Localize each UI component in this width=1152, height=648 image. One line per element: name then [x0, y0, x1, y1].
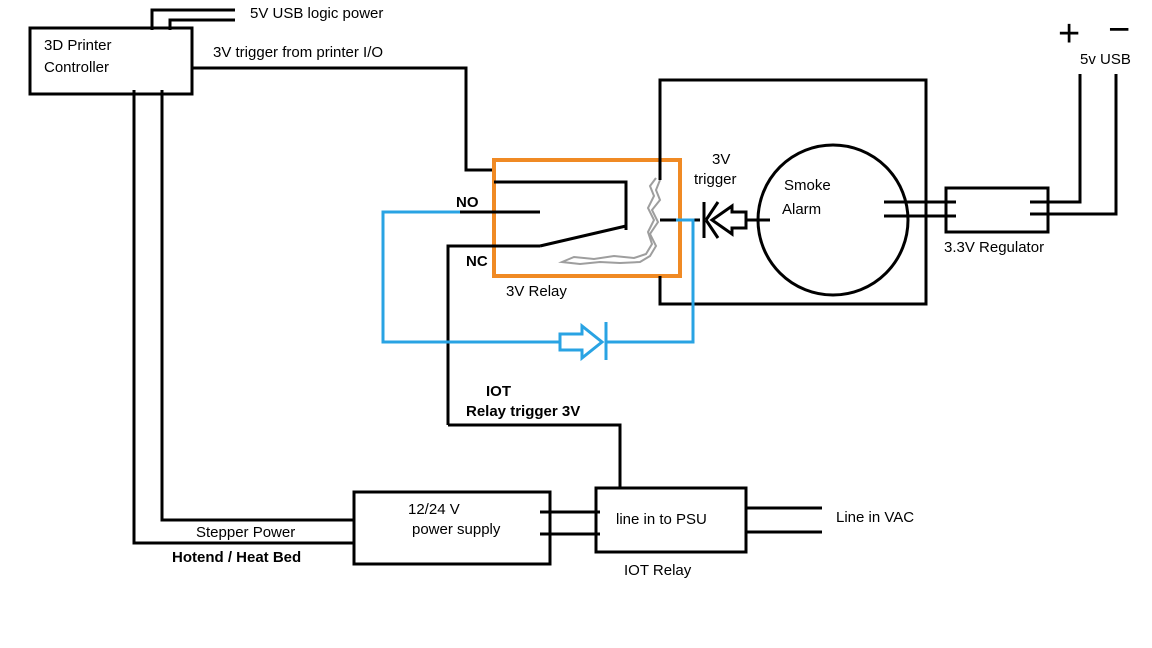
diode-icon — [709, 203, 748, 237]
usb-label: 5v USB — [1080, 51, 1131, 68]
printer-trigger-label: 3V trigger from printer I/O — [213, 44, 383, 61]
diode-icon — [606, 218, 695, 344]
iot-box-label: line in to PSU — [616, 511, 707, 528]
relay-coil-contact-wire — [494, 180, 628, 230]
relay-outline — [492, 158, 682, 278]
iot-trigger-label-1: IOT — [486, 383, 511, 400]
printer-trigger-wire — [192, 66, 494, 172]
line-in-label: Line in VAC — [836, 509, 914, 526]
coil-icon — [558, 177, 662, 266]
iot-trigger-label-2: Relay trigger 3V — [466, 403, 580, 420]
smoke-alarm-label-1: Smoke — [784, 177, 831, 194]
usb-logic-power-label: 5V USB logic power — [250, 5, 383, 22]
printer-controller-box — [28, 26, 194, 96]
smoke-alarm-enclosure — [658, 78, 928, 306]
psu-box — [352, 490, 552, 566]
usb-minus-label: − — [1108, 9, 1130, 51]
hotend-heatbed-label: Hotend / Heat Bed — [172, 549, 301, 566]
smoke-alarm-circle — [756, 143, 910, 297]
relay-name-label: 3V Relay — [506, 283, 567, 300]
stepper-power-label: Stepper Power — [196, 524, 295, 541]
hotend-heatbed-wire — [132, 90, 354, 545]
usb-plus-label: + — [1058, 13, 1080, 55]
printer-controller-label-1: 3D Printer — [44, 37, 112, 54]
psu-label-2: power supply — [412, 521, 501, 538]
smoke-alarm-label-2: Alarm — [782, 201, 821, 218]
usb-plus-wire — [1030, 74, 1082, 204]
stepper-power-wire — [160, 90, 354, 522]
usb-logic-wire-2 — [168, 18, 235, 30]
diode-tip-lower — [704, 219, 720, 239]
printer-controller-label-2: Controller — [44, 59, 109, 76]
regulator-box — [944, 186, 1050, 234]
relay-nc-terminal-wire — [446, 244, 540, 425]
usb-logic-wire-1 — [150, 8, 235, 30]
alarm-trigger-label-2: trigger — [694, 171, 737, 188]
regulator-label: 3.3V Regulator — [944, 239, 1044, 256]
relay-switch-arm — [539, 224, 627, 248]
iot-trigger-wire — [448, 423, 622, 488]
relay-no-label: NO — [456, 194, 479, 211]
usb-minus-wire — [1030, 74, 1118, 216]
iot-relay-label: IOT Relay — [624, 562, 692, 579]
blue-diode-arrow — [558, 322, 605, 362]
relay-nc-label: NC — [466, 253, 488, 270]
alarm-trigger-label-1: 3V — [712, 151, 730, 168]
relay-no-loop-wire — [381, 210, 560, 344]
diode-tip-upper — [704, 201, 720, 221]
psu-label-1: 12/24 V — [408, 501, 460, 518]
iot-box — [594, 486, 748, 554]
